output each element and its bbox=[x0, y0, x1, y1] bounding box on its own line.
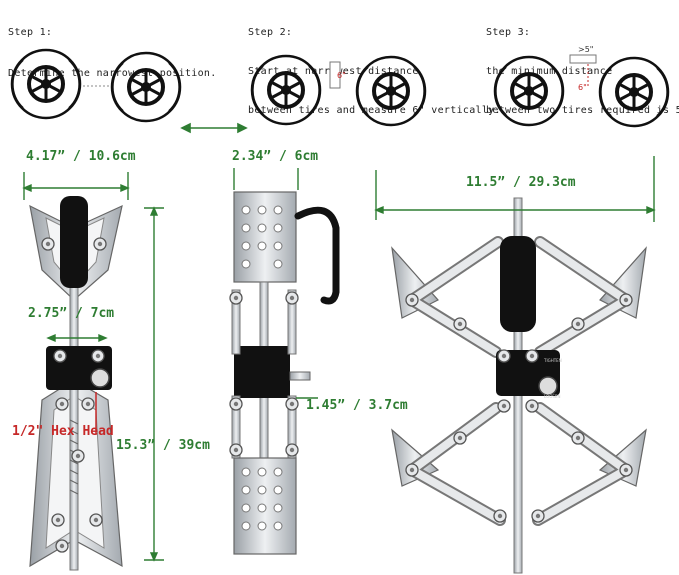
jack-open-view: TIGHTEN LOOSEN bbox=[391, 197, 647, 574]
dimension-total-height: 15.3” / 39cm bbox=[116, 438, 210, 453]
step-arrow bbox=[180, 122, 248, 134]
step1-text: Step 1: Determine the narrowest position… bbox=[8, 0, 217, 93]
dimension-inner-width: 2.75” / 7cm bbox=[28, 306, 115, 321]
step3-line1: the minimum distance bbox=[486, 66, 613, 77]
step3-wheel-right bbox=[598, 56, 670, 128]
hex-head-note: 1/2" Hex Head bbox=[12, 424, 114, 439]
dimension-lines bbox=[22, 156, 656, 562]
plate-tighten-label: TIGHTEN bbox=[543, 358, 562, 363]
step3-wheel-left bbox=[493, 55, 565, 127]
jack-front-view bbox=[29, 196, 123, 571]
plate-loosen-label: LOOSEN bbox=[544, 394, 560, 399]
step2-measure-label: 6" bbox=[337, 71, 346, 80]
dimension-open-width: 11.5” / 29.3cm bbox=[466, 175, 576, 190]
dimension-side-gap: 1.45” / 3.7cm bbox=[306, 398, 408, 413]
step2-title: Step 2: bbox=[248, 27, 293, 38]
step1-title: Step 1: bbox=[8, 27, 53, 38]
step3-title: Step 3: bbox=[486, 27, 531, 38]
dimension-top-width: 4.17” / 10.6cm bbox=[26, 149, 136, 164]
step2-measure-bar bbox=[329, 61, 341, 89]
step3-measure-bar bbox=[569, 54, 597, 64]
step2-wheel-right bbox=[355, 55, 427, 127]
dimension-side-width: 2.34” / 6cm bbox=[232, 149, 319, 164]
step3-gap-label: >5" bbox=[578, 45, 593, 54]
jack-side-view bbox=[229, 191, 340, 555]
step1-wheel-left bbox=[10, 48, 82, 120]
step1-line1: Determine the narrowest position. bbox=[8, 68, 217, 79]
step1-wheel-right bbox=[110, 51, 182, 123]
step3-height-label: 6" bbox=[578, 83, 587, 92]
step2-wheel-left bbox=[250, 54, 322, 126]
